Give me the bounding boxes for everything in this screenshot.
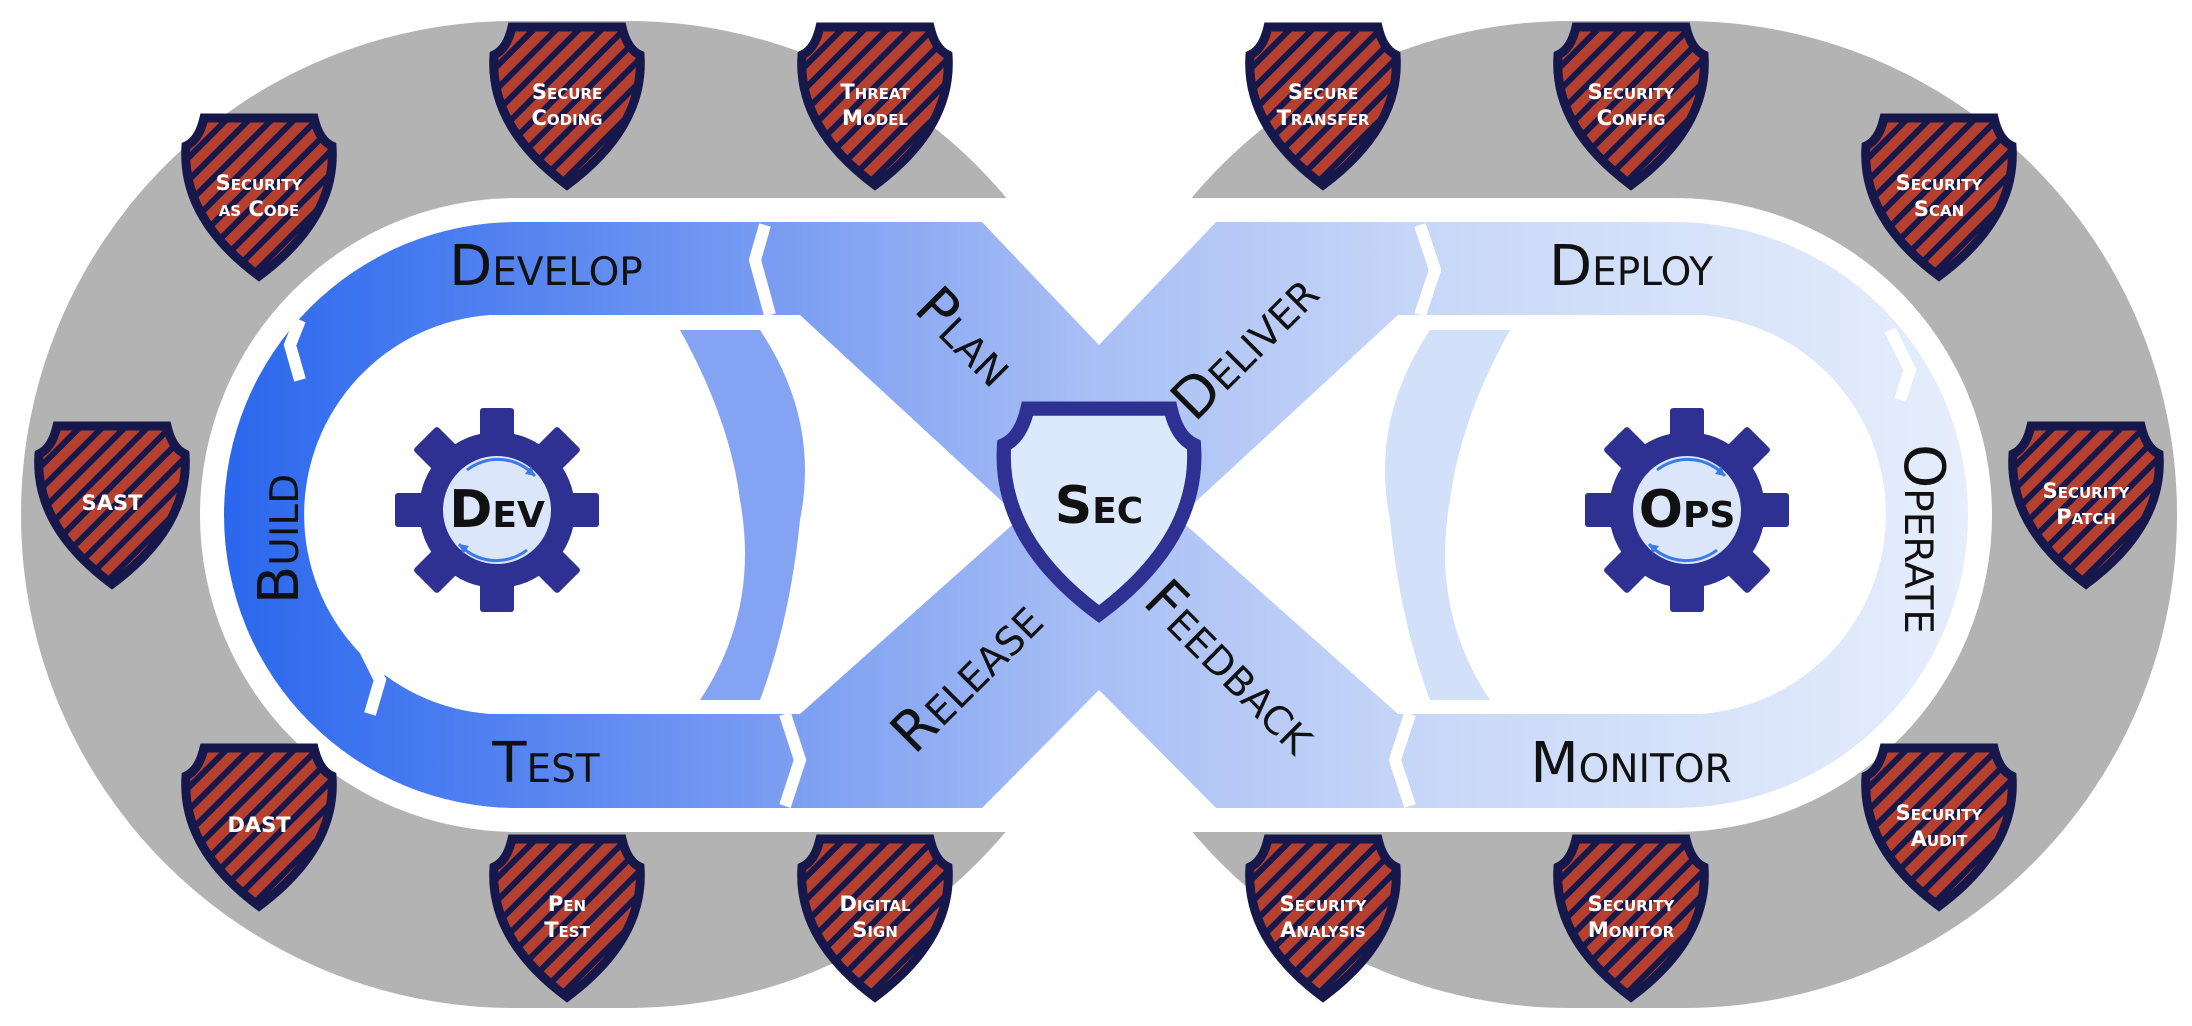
sec-label: Sec (1055, 476, 1143, 536)
shield-label: DAST (227, 813, 291, 837)
phase-build: Build (247, 474, 312, 604)
shield-label-line1: Security (2043, 479, 2131, 503)
shield-label-line1: Security (216, 171, 304, 195)
shield-label: SAST (82, 491, 144, 515)
security-shield: DAST (186, 748, 333, 906)
shield-label-line2: Coding (531, 106, 602, 130)
phase-deploy: Deploy (1549, 234, 1713, 299)
sec-shield: Sec (1004, 409, 1195, 614)
shield-label-line1: Security (1588, 80, 1676, 104)
dev-gear: Dev (393, 406, 601, 614)
shield-label-line2: Sign (852, 918, 898, 942)
phase-test: Test (491, 731, 600, 796)
shield-label-line1: Threat (840, 80, 910, 104)
shield-label-line2: Patch (2056, 505, 2116, 529)
security-shield: SAST (39, 426, 186, 584)
shield-label-line2: Analysis (1280, 918, 1366, 942)
phase-operate: Operate (1891, 444, 1956, 634)
shield-label-line2: Audit (1911, 827, 1968, 851)
shield-label-line1: Security (1588, 892, 1676, 916)
shield-label-line1: Secure (532, 80, 602, 104)
shield-label-line2: Transfer (1277, 106, 1370, 130)
shield-label-line1: Secure (1288, 80, 1358, 104)
shield-label-line1: Pen (548, 892, 586, 916)
shield-label-line1: Security (1896, 801, 1984, 825)
shield-label-line1: DAST (227, 813, 291, 837)
shield-label-line2: Test (544, 918, 590, 942)
shield-label-line2: Config (1597, 106, 1666, 130)
shield-label-line2: Scan (1914, 197, 1964, 221)
ops-gear: Ops (1583, 406, 1791, 614)
shield-label-line2: Monitor (1588, 918, 1675, 942)
shield-label-line2: Model (842, 106, 908, 130)
shield-label-line1: Security (1280, 892, 1368, 916)
shield-label-line1: Security (1896, 171, 1984, 195)
shield-label-line1: Digital (839, 892, 911, 916)
shield-label-line1: SAST (82, 491, 144, 515)
dev-label: Dev (449, 480, 545, 540)
phase-monitor: Monitor (1530, 731, 1731, 796)
ops-label: Ops (1639, 480, 1736, 540)
shield-label-line2: as Code (219, 197, 300, 221)
phase-develop: Develop (449, 234, 643, 299)
